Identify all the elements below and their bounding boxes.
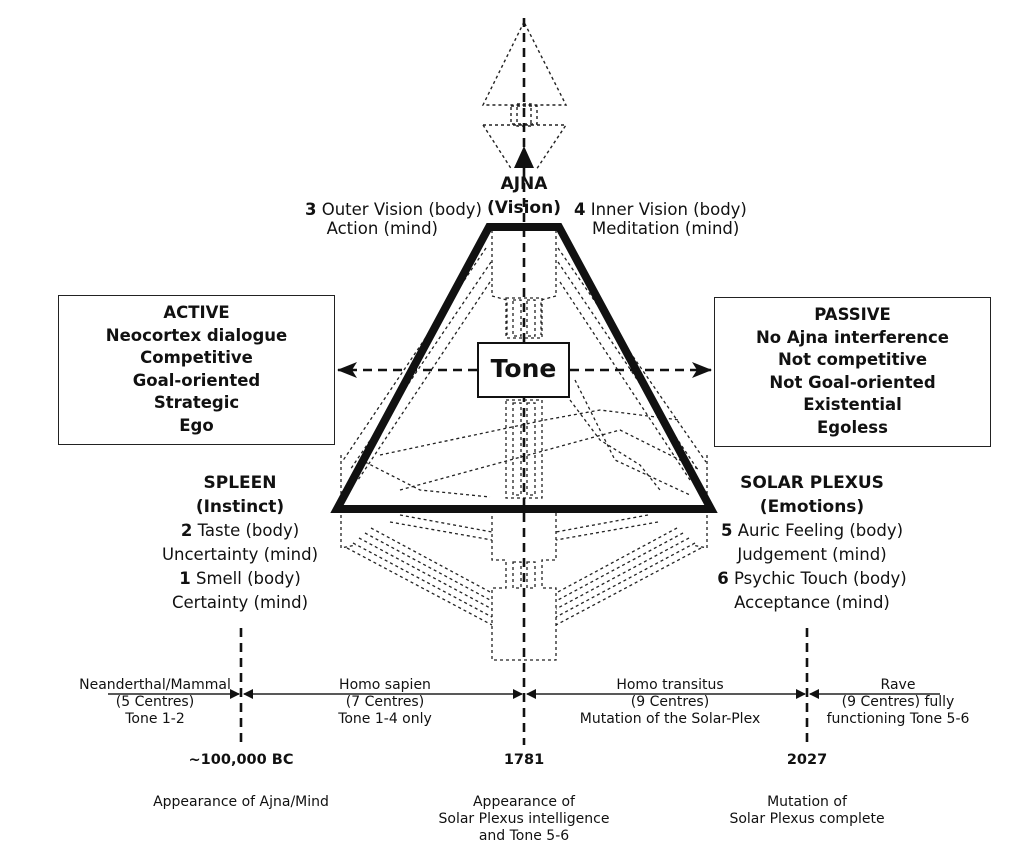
milestone-desc-line: Solar Plexus complete [729,810,885,827]
era-centres: (5 Centres) [115,693,195,710]
ajna-subtitle: (Vision) [487,198,561,218]
tone-4-mind: Meditation (mind) [592,218,740,238]
passive-line: PASSIVE [814,305,891,324]
era-name: Neanderthal/Mammal [79,677,231,693]
tone-3-mind: Action (mind) [326,218,438,238]
active-line: Competitive [140,348,253,367]
passive-line: Existential [803,395,902,414]
era-note: functioning Tone 5-6 [826,710,970,727]
milestone-desc-line: Solar Plexus intelligence [438,810,610,827]
solar-plexus-title: SOLAR PLEXUS [740,473,884,493]
era-rave: Rave (9 Centres) fully functioning Tone … [812,677,984,727]
active-line: Strategic [153,393,240,412]
active-box: ACTIVE Neocortex dialogue Competitive Go… [58,295,335,445]
tone-number-1: 1 [179,569,191,588]
milestone-desc-line: Appearance of Ajna/Mind [153,794,329,810]
tone-number-2: 2 [180,521,193,540]
tone-2-body: Taste (body) [197,521,300,540]
tone-6-body: Psychic Touch (body) [734,569,907,588]
spleen-tone-1: 1 Smell (body) [150,567,330,591]
passive-line: Not competitive [777,350,928,369]
tone-number-5: 5 [720,521,733,540]
spleen-title: SPLEEN [203,473,277,493]
tone-3-body: Outer Vision (body) [321,200,482,219]
tone-number-6: 6 [717,569,729,588]
era-note: Tone 1-4 only [338,710,432,727]
active-line: Ego [179,415,214,435]
tone-1-body: Smell (body) [195,569,301,588]
milestone-date-1781: 1781 [503,752,545,768]
milestone-desc-line: and Tone 5-6 [478,827,570,844]
solar-plexus-subtitle: (Emotions) [759,497,865,517]
era-centres: (9 Centres) [630,693,710,710]
tone-1-mind: Certainty (mind) [171,593,309,612]
passive-line: Not Goal-oriented [769,372,936,392]
ajna-tone-4: 4 Inner Vision (body) Meditation (mind) [574,200,774,239]
tone-6-mind: Acceptance (mind) [734,593,890,612]
tone-number-3: 3 [305,200,317,219]
tone-5-mind: Judgement (mind) [737,545,887,564]
active-line: ACTIVE [163,303,230,322]
tone-5-body: Auric Feeling (body) [737,521,904,540]
tone-2-mind: Uncertainty (mind) [161,545,319,564]
passive-line: No Ajna interference [756,327,949,347]
passive-line: Egoless [817,417,888,437]
tone-triangle [330,223,718,513]
era-neanderthal: Neanderthal/Mammal (5 Centres) Tone 1-2 [50,677,260,727]
milestone-date-2027: 2027 [786,752,828,768]
ajna-title: AJNA [500,174,548,194]
ajna-pointer-icon [514,146,534,168]
tone-box: Tone [477,342,570,398]
spleen-subtitle: (Instinct) [195,497,285,517]
era-homo-sapien: Homo sapien (7 Centres) Tone 1-4 only [290,677,480,727]
ajna-tone-3: 3 Outer Vision (body) Action (mind) [270,200,482,239]
sp-tone-5: 5 Auric Feeling (body) [708,519,916,543]
body-channels [340,229,708,661]
solar-plexus-labels: SOLAR PLEXUS (Emotions) 5 Auric Feeling … [708,471,916,615]
milestone-desc-2027: Mutation of Solar Plexus complete [697,794,917,828]
era-name: Rave [880,677,916,693]
active-line: Neocortex dialogue [105,325,288,345]
spleen-labels: SPLEEN (Instinct) 2 Taste (body) Uncerta… [150,471,330,615]
passive-box: PASSIVE No Ajna interference Not competi… [714,297,991,447]
era-note: Tone 1-2 [125,710,185,727]
era-note: Mutation of the Solar-Plex [579,710,761,727]
milestone-desc-line: Mutation of [767,794,847,810]
milestone-desc-100000bc: Appearance of Ajna/Mind [111,794,371,811]
milestone-desc-line: Appearance of [472,794,575,810]
era-homo-transitus: Homo transitus (9 Centres) Mutation of t… [555,677,785,727]
tone-number-4: 4 [574,200,586,219]
era-name: Homo sapien [339,677,431,693]
era-name: Homo transitus [616,677,724,693]
era-centres: (9 Centres) fully [841,693,955,710]
milestone-desc-1781: Appearance of Solar Plexus intelligence … [404,794,644,844]
milestone-date-100000bc: ~100,000 BC [188,752,294,768]
active-line: Goal-oriented [132,370,261,390]
sp-tone-6: 6 Psychic Touch (body) [708,567,916,591]
spleen-tone-2: 2 Taste (body) [150,519,330,543]
tone-4-body: Inner Vision (body) [590,200,747,219]
era-centres: (7 Centres) [345,693,425,710]
